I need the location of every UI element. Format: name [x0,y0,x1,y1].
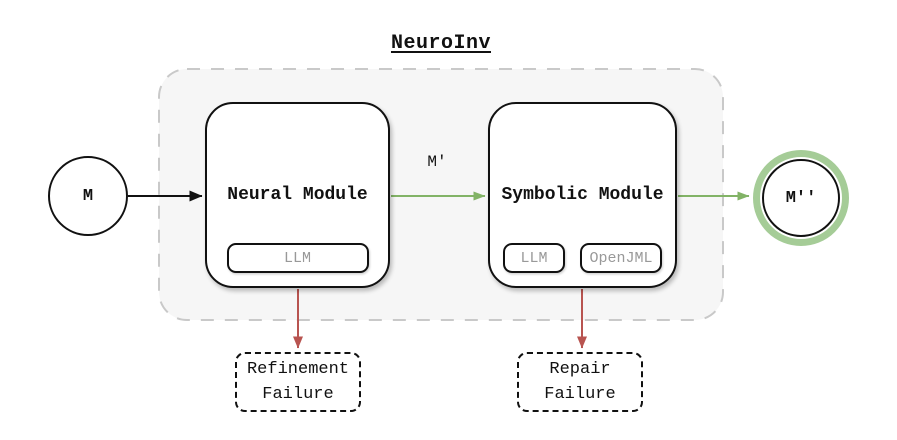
refinement-failure-line2: Failure [262,385,334,404]
refinement-failure-box: Refinement Failure [235,352,361,412]
repair-failure-line2: Failure [544,385,616,404]
output-node: M'' [762,159,840,237]
symbolic-llm-label: LLM [520,249,548,267]
output-node-ring: M'' [753,150,849,246]
neural-module-tools: LLM [207,243,388,273]
repair-failure-box: Repair Failure [517,352,643,412]
neural-llm-box: LLM [226,243,369,273]
m-prime-edge-label: M' [427,153,447,171]
symbolic-openjml-label: OpenJML [589,249,653,267]
symbolic-module-label: Symbolic Module [501,185,664,205]
refinement-failure-line1: Refinement [246,360,350,379]
symbolic-openjml-box: OpenJML [580,243,662,273]
repair-failure-line1: Repair [549,360,611,379]
neural-module: Neural Module LLM [205,102,390,288]
symbolic-llm-box: LLM [503,243,565,273]
neural-llm-label: LLM [283,249,311,267]
symbolic-module: Symbolic Module LLM OpenJML [488,102,677,288]
output-node-label: M'' [785,188,817,208]
input-node-label: M [82,186,94,206]
diagram-title: NeuroInv [390,32,491,55]
symbolic-module-tools: LLM OpenJML [490,243,675,273]
input-node: M [48,156,128,236]
neural-module-label: Neural Module [227,185,368,205]
